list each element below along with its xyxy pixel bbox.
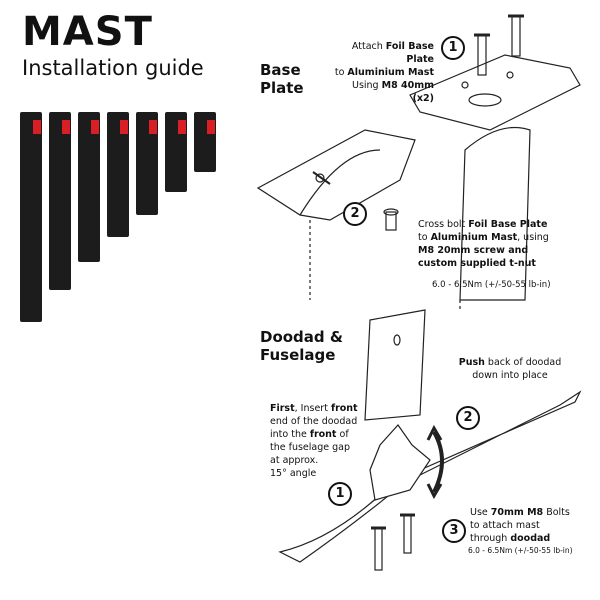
doodad-step-2-badge: 2: [456, 406, 480, 430]
step-2-badge: 2: [343, 202, 367, 226]
doodad-step-3-torque: 6.0 - 6.5Nm (+/-50-55 lb-in): [468, 546, 573, 555]
doodad-step-3-note: Use 70mm M8 Bolts to attach mast through…: [470, 507, 570, 544]
doodad-step-1-note: First, Insert front end of the doodad in…: [270, 403, 358, 479]
step-2-note: Cross bolt Foil Base Plate to Aluminium …: [418, 219, 549, 269]
step-2-torque: 6.0 - 6.5Nm (+/-50-55 lb-in): [432, 280, 551, 290]
doodad-step-1-badge: 1: [328, 482, 352, 506]
step-1-badge: 1: [441, 36, 465, 60]
page-title: MAST: [22, 9, 153, 55]
bolt-icon: [474, 33, 490, 76]
t-nut-icon: [383, 208, 399, 231]
section-base-plate-title: Base Plate: [260, 61, 304, 97]
doodad-step-2-note: Push back of doodad down into place: [458, 357, 562, 381]
page-subtitle: Installation guide: [22, 56, 204, 80]
doodad-step-3-badge: 3: [442, 519, 466, 543]
step-1-note: Attach Foil Base Plate to Aluminium Mast…: [334, 41, 434, 104]
mast-tube: [20, 112, 216, 322]
bolt-icon: [508, 14, 524, 57]
section-doodad-title: Doodad & Fuselage: [260, 328, 343, 364]
